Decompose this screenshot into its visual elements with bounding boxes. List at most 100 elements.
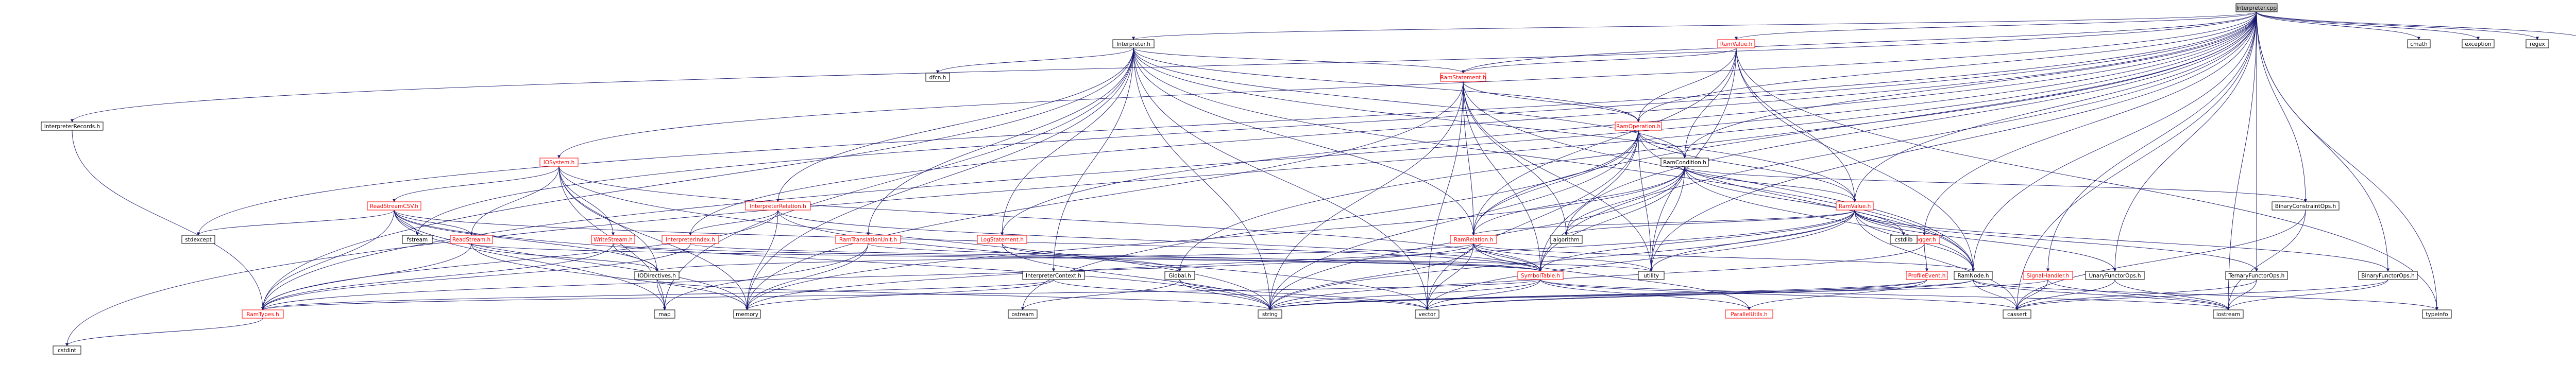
edge-symboltable_h-to-ramtypes_h — [261, 279, 1541, 310]
edge-interpreter_cpp-to-ramstatement_h — [1461, 11, 2257, 74]
node-vector[interactable]: vector — [1415, 309, 1439, 319]
node-ramvaluex-h[interactable]: RamValue.h — [1836, 201, 1874, 211]
node-exception[interactable]: exception — [2462, 39, 2495, 48]
node-memory[interactable]: memory — [733, 309, 761, 319]
node-ramtranslationunit-h[interactable]: RamTranslationUnit.h — [835, 235, 901, 244]
edge-interpreter_cpp-to-ramoperation_h — [1636, 11, 2257, 123]
node-cmath[interactable]: cmath — [2407, 39, 2431, 48]
edge-interpreterrelation_h-to-ramtypes_h — [261, 210, 778, 310]
node-box — [2407, 39, 2431, 48]
node-cstdlib[interactable]: cstdlib — [1890, 235, 1918, 244]
node-map[interactable]: map — [654, 309, 675, 319]
node-interpreterindex-h[interactable]: InterpreterIndex.h — [662, 235, 719, 244]
node-label: InterpreterRecords.h — [44, 124, 100, 130]
node-iostream[interactable]: iostream — [2213, 309, 2244, 319]
edge-interpreter_cpp-to-cassert — [2015, 11, 2257, 310]
edge-ramcondition_h-to-cstdlib — [1684, 166, 1906, 236]
node-interpreter-h[interactable]: Interpreter.h — [1112, 39, 1155, 48]
node-ramcondition-h[interactable]: RamCondition.h — [1660, 158, 1709, 167]
node-box — [977, 235, 1027, 244]
node-iodirectives-h[interactable]: IODirectives.h — [634, 271, 680, 280]
edge-ramoperation_h-to-string — [1268, 130, 1639, 310]
edge-interpreter_cpp-to-iostream — [2226, 11, 2257, 310]
node-ramvalue-h[interactable]: RamValue.h — [1717, 39, 1755, 48]
edge-iosystem_h-to-readstreamcsv_h — [392, 166, 560, 202]
node-ramoperation-h[interactable]: RamOperation.h — [1615, 121, 1662, 131]
edge-readstreamcsv_h-to-stdexcept — [196, 210, 395, 236]
node-global-h[interactable]: Global.h — [1164, 271, 1195, 280]
node-label: cstdlib — [1895, 237, 1913, 243]
node-binaryconstraintops-h[interactable]: BinaryConstraintOps.h — [2272, 201, 2340, 211]
node-typeinfo[interactable]: typeinfo — [2422, 309, 2452, 319]
node-profileevent-h[interactable]: ProfileEvent.h — [1906, 271, 1948, 280]
node-box — [1550, 235, 1583, 244]
node-paralleltutils-h[interactable]: ParallelUtils.h — [1725, 309, 1773, 319]
node-signalhandler-h[interactable]: SignalHandler.h — [2023, 271, 2073, 280]
edge-interpreter_h-to-ramcondition_h — [1133, 47, 1687, 159]
edge-interpreterrelation_h-to-vector — [777, 210, 1429, 310]
node-box — [2225, 271, 2288, 280]
node-ramnode-h[interactable]: RamNode.h — [1954, 271, 1993, 280]
edge-readstreamcsv_h-to-ramtypes_h — [261, 210, 395, 310]
node-interpreterrelation-h[interactable]: InterpreterRelation.h — [745, 201, 811, 211]
node-ramtypes-h[interactable]: RamTypes.h — [242, 309, 284, 319]
edge-readstreamcsv_h-to-memory — [394, 210, 749, 310]
edge-logger_h-to-profileevent_h — [1924, 243, 1929, 272]
node-interpreterrecords-h[interactable]: InterpreterRecords.h — [41, 121, 104, 131]
node-interpretercontext-h[interactable]: InterpreterContext.h — [1022, 271, 1085, 280]
node-label: regex — [2530, 41, 2545, 47]
node-label: cassert — [2007, 311, 2027, 318]
node-label: iostream — [2216, 311, 2240, 318]
edge-ramcondition_h-to-memory — [745, 166, 1685, 310]
node-readstream-h[interactable]: ReadStream.h — [450, 235, 493, 244]
node-ostream[interactable]: ostream — [1008, 309, 1038, 319]
node-binaryfunctorops-h[interactable]: BinaryFunctorOps.h — [2358, 271, 2418, 280]
node-readstreamcsv-h[interactable]: ReadStreamCSV.h — [367, 201, 421, 211]
node-iosystem-h[interactable]: IOSystem.h — [539, 158, 579, 167]
node-utility[interactable]: utility — [1638, 271, 1665, 280]
edge-interpreter_cpp-to-binaryfunctorops_h — [2256, 11, 2390, 272]
node-string[interactable]: string — [1258, 309, 1282, 319]
node-algorithm[interactable]: algorithm — [1550, 235, 1583, 244]
edge-readstreamcsv_h-to-string — [394, 210, 1272, 310]
edge-symboltable_h-to-iostream — [1540, 279, 2230, 310]
edge-interpreterrelation_h-to-symboltable_h — [777, 210, 1543, 272]
node-label: RamTypes.h — [246, 311, 279, 318]
node-unaryfunctorops-h[interactable]: UnaryFunctorOps.h — [2085, 271, 2145, 280]
node-fstream[interactable]: fstream — [402, 235, 433, 244]
node-stdexcept[interactable]: stdexcept — [181, 235, 215, 244]
node-cassert[interactable]: cassert — [2003, 309, 2031, 319]
node-box — [1906, 271, 1948, 280]
edge-ramstatement_h-to-ramoperation_h — [1463, 81, 1640, 123]
node-logstatement-h[interactable]: LogStatement.h — [977, 235, 1027, 244]
node-ramrelation-h[interactable]: RamRelation.h — [1450, 235, 1497, 244]
edge-interpreter_h-to-string — [1133, 47, 1272, 310]
node-box — [2023, 271, 2073, 280]
node-regex[interactable]: regex — [2526, 39, 2549, 48]
edge-ramoperation_h-to-ramvaluex_h — [1638, 130, 1857, 202]
edge-interpreter_cpp-to-stdexcept — [196, 11, 2257, 236]
edge-ramstatement_h-to-ramnode_h — [1463, 81, 1975, 272]
edge-readstream_h-to-iodirectives_h — [471, 243, 659, 272]
node-box — [1415, 309, 1439, 319]
edge-ramvalue_h-to-ramstatement_h — [1461, 47, 1737, 74]
node-dfcn-h[interactable]: dfcn.h — [925, 73, 950, 82]
node-label: ReadStream.h — [452, 237, 490, 243]
edge-interpreter_cpp-to-regex — [2256, 11, 2539, 40]
node-label: RamValue.h — [1720, 41, 1753, 47]
edge-readstreamcsv_h-to-readstream_h — [394, 210, 473, 236]
node-symboltable-h[interactable]: SymbolTable.h — [1517, 271, 1564, 280]
node-label: RamNode.h — [1957, 273, 1989, 279]
edge-ramstatement_h-to-ramrelation_h — [1463, 81, 1476, 236]
node-box — [1660, 158, 1709, 167]
node-cstdint[interactable]: cstdint — [53, 345, 81, 355]
node-label: ProfileEvent.h — [1908, 273, 1946, 279]
node-ternaryfunctorops-h[interactable]: TernaryFunctorOps.h — [2225, 271, 2288, 280]
edge-binaryconstraintops_h-to-cassert — [2015, 210, 2306, 310]
edge-symboltable_h-to-vector — [1425, 279, 1541, 310]
node-writestream-h[interactable]: WriteStream.h — [591, 235, 635, 244]
edge-interpreter_cpp-to-global_h — [1178, 11, 2257, 272]
edge-ramcondition_h-to-binaryconstraintops_h — [1684, 166, 2307, 202]
node-ramstatement-h[interactable]: RamStatement.h — [1440, 73, 1486, 82]
node-label: algorithm — [1553, 237, 1580, 243]
